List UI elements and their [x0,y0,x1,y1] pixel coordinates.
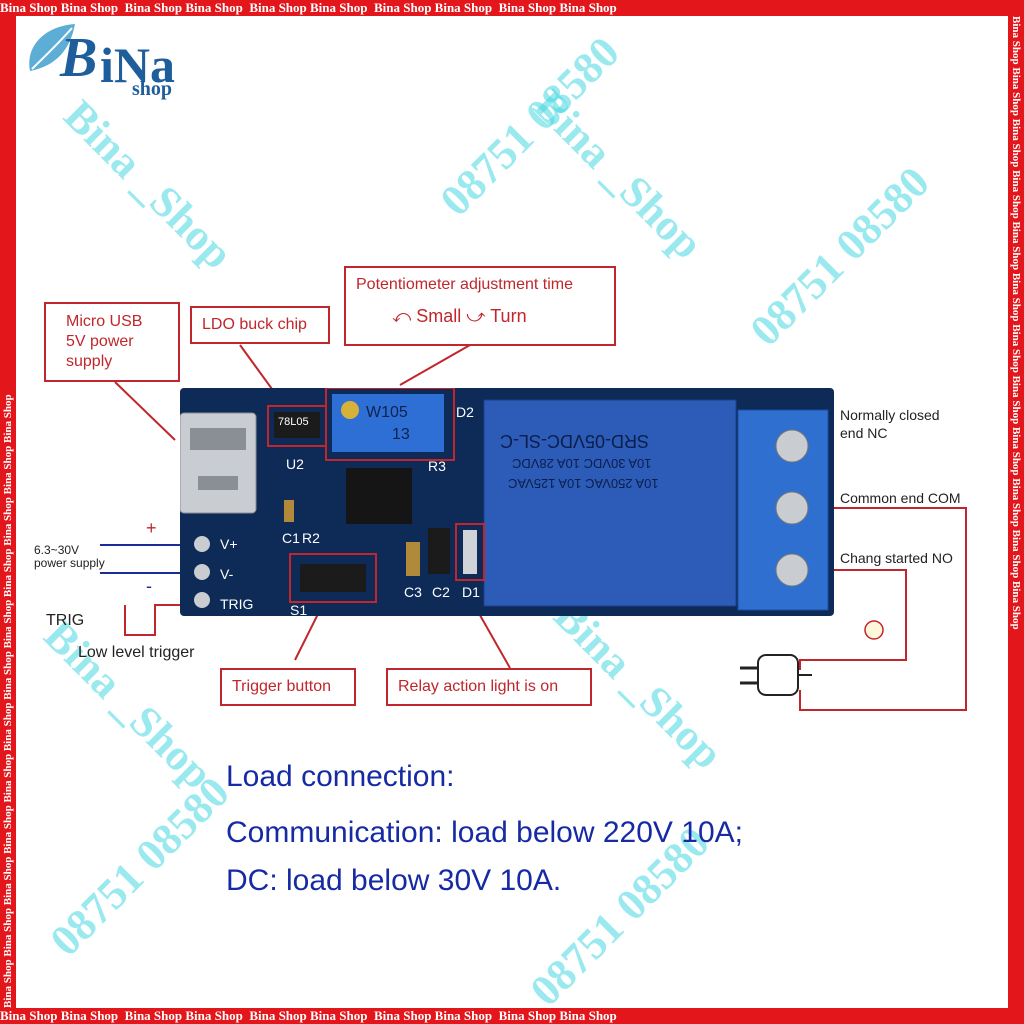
d2-label: D2 [456,404,474,420]
board-components [180,388,829,611]
s1-label: S1 [290,602,308,618]
pot-num: 13 [392,426,410,443]
callout-micro-usb: Micro USB 5V power supply [44,302,180,382]
r2-label: R2 [302,530,320,546]
com-label: Common end COM [840,490,961,506]
load-dc: DC: load below 30V 10A. [226,864,562,897]
r3-label: R3 [428,458,446,474]
left-arrow-icon: ⤺ [392,306,412,326]
right-arrow-icon: ⤻ [466,306,486,326]
nc-label: Normally closed end NC [840,407,940,441]
u2-label: U2 [286,456,304,472]
load-ac: Communication: load below 220V 10A; [226,816,743,849]
frame-right-text: Bina Shop Bina Shop Bina Shop Bina Shop … [1010,16,1022,630]
pot-title: Potentiometer adjustment time [356,276,573,293]
frame-top-text: Bina Shop Bina Shop Bina Shop Bina Shop … [0,0,617,15]
pin-vminus: V- [220,566,234,582]
pin-vplus: V+ [220,536,238,552]
low-level-trigger: Low level trigger [78,644,195,661]
plus-label: + [146,518,157,538]
pot-turn: Turn [490,306,527,326]
minus-label: - [146,576,152,596]
logo-letters: iNa [100,37,175,93]
callout-ldo: LDO buck chip [190,306,330,344]
no-label: Chang started NO [840,550,953,566]
d1-label: D1 [462,584,480,600]
chip-ldo-label: 78L05 [278,416,309,428]
c3-label: C3 [404,584,422,600]
callout-relay-light: Relay action light is on [386,668,592,706]
relay-line1: 10A 250VAC 10A 125VAC [508,476,659,491]
logo-letter-b: B [60,27,98,89]
pot-small: Small [416,306,462,326]
callout-trigger-button: Trigger button [220,668,356,706]
power-supply-label: power supply [34,556,105,570]
voltage-range: 6.3~30V [34,543,80,557]
bina-shop-logo: B iNa shop [20,16,220,106]
callout-potentiometer: Potentiometer adjustment time ⤺ Small ⤻ … [344,266,616,346]
load-title: Load connection: [226,760,455,793]
logo-shop: shop [132,78,173,100]
pot-scale: ⤺ Small ⤻ Turn [392,306,604,327]
leaf-icon [29,24,75,71]
trig-label: TRIG [46,612,85,629]
relay-line2: 10A 30VDC 10A 28VDC [512,456,652,471]
frame-bottom-text: Bina Shop Bina Shop Bina Shop Bina Shop … [0,1008,617,1023]
relay-model: SRD-05VDC-SL-C [500,431,650,451]
pin-trig: TRIG [220,596,254,612]
c1-label: C1 [282,530,300,546]
pot-code: W105 [366,404,408,421]
c2-label: C2 [432,584,450,600]
